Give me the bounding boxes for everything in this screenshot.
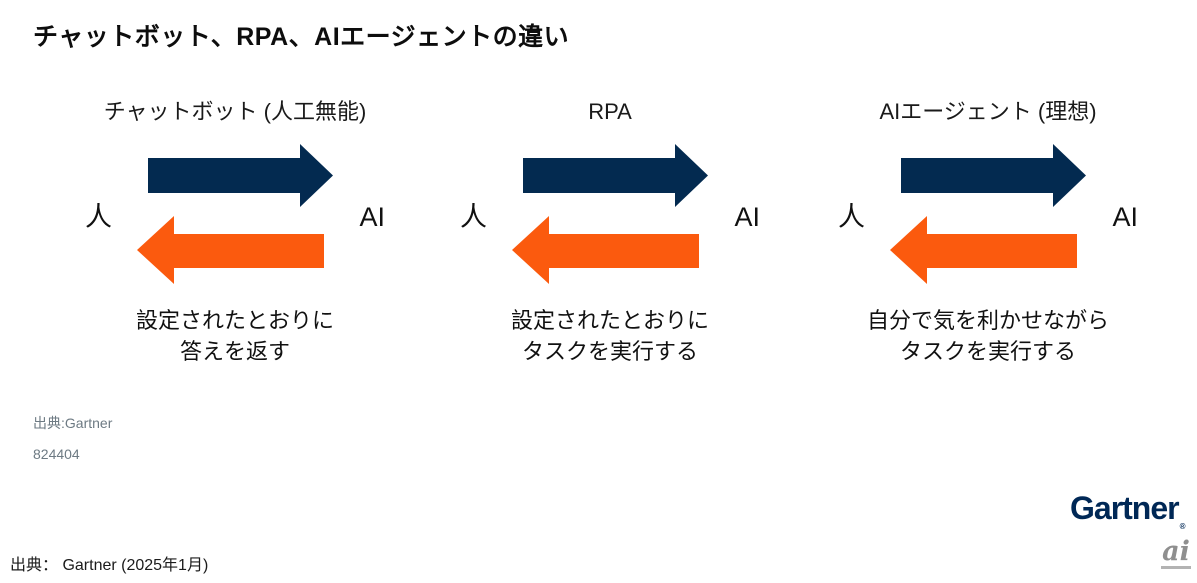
panel-rpa-exchange-diagram: 人 AI [460,144,760,284]
registered-trademark-icon: ® [1179,522,1186,531]
panel-chatbot-title: チャットボット (人工無能) [103,99,367,124]
description-line: 設定されたとおりに [510,308,709,333]
panel-rpa-title: RPA [588,99,632,124]
source-annotation: 出典:Gartner 824404 [33,415,112,477]
gartner-wordmark: Gartner [1070,490,1180,526]
figure-number: 824404 [33,446,80,462]
gartner-logo: Gartner® [1070,490,1186,531]
panel-chatbot: チャットボット (人工無能) 人 AI 設定されたとおりに 答えを返す [50,98,420,367]
publisher-logo: ai [1161,538,1191,569]
panel-ai-agent-title: AIエージェント (理想) [879,99,1097,124]
ai-to-human-arrow-icon [137,216,324,284]
arrow-pair [512,144,708,284]
panel-chatbot-exchange-diagram: 人 AI [85,144,385,284]
publisher-wordmark-bar [1161,566,1191,569]
panel-ai-agent-exchange-diagram: 人 AI [838,144,1138,284]
ai-to-human-arrow-icon [890,216,1077,284]
arrow-pair [890,144,1086,284]
arrow-pair [137,144,333,284]
panel-ai-agent-description: 自分で気を利かせながら タスクを実行する [867,305,1109,367]
description-line: 自分で気を利かせながら [866,308,1109,333]
panel-ai-agent: AIエージェント (理想) 人 AI 自分で気を利かせながら タスクを実行する [795,98,1181,367]
panel-rpa-description: 設定されたとおりに タスクを実行する [511,305,709,367]
human-label: 人 [838,202,865,232]
panel-rpa: RPA 人 AI 設定されたとおりに タスクを実行する [425,98,795,367]
panel-chatbot-description: 設定されたとおりに 答えを返す [136,305,334,367]
ai-label: AI [734,202,760,232]
description-line: タスクを実行する [521,339,698,364]
human-to-ai-arrow-icon [901,144,1086,207]
ai-to-human-arrow-icon [512,216,699,284]
human-label: 人 [460,202,487,232]
human-label: 人 [85,202,112,232]
ai-label: AI [359,202,385,232]
ai-label: AI [1112,202,1138,232]
human-to-ai-arrow-icon [523,144,708,207]
source-line: 出典:Gartner [33,415,113,431]
description-line: タスクを実行する [899,339,1076,364]
description-line: 答えを返す [179,339,290,364]
footer-source-caption: 出典： Gartner (2025年1月) [10,557,209,574]
human-to-ai-arrow-icon [148,144,333,207]
description-line: 設定されたとおりに [135,308,334,333]
page-title: チャットボット、RPA、AIエージェントの違い [33,23,570,51]
ai-wordmark: ai [1162,536,1190,567]
